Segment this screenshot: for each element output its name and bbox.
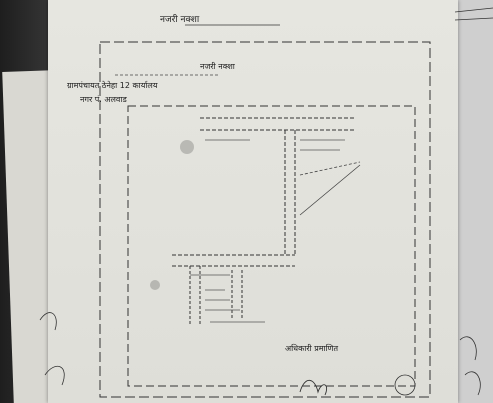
top-road [200, 117, 355, 131]
diagonal-road-2 [299, 161, 361, 176]
right-scribbles [459, 336, 481, 396]
right-top-scribbles [454, 7, 493, 21]
signature-circle [394, 374, 416, 396]
signature-note: अधिकारी प्रमाणित [285, 344, 339, 353]
text-line-2: नगर पं. अलवाड [80, 95, 127, 104]
document-header: नजरी नक्शा [160, 15, 200, 25]
scribbles-lower [190, 274, 265, 323]
vertical-road [284, 130, 296, 255]
ink-blotch [150, 280, 160, 290]
diagonal-road [299, 164, 361, 216]
inner-border [127, 105, 416, 387]
ink-blotch [180, 140, 194, 154]
map-paper [48, 0, 458, 403]
side-scribbles [39, 312, 65, 386]
signature-1 [299, 379, 328, 396]
document-subtitle: नजरी नक्शा [200, 62, 235, 71]
scribbles [205, 139, 345, 151]
lower-road [172, 254, 295, 267]
text-line-1: ग्रामपंचायत ठेनेहा 12 कार्यालय [67, 81, 158, 90]
outer-border [99, 41, 431, 398]
